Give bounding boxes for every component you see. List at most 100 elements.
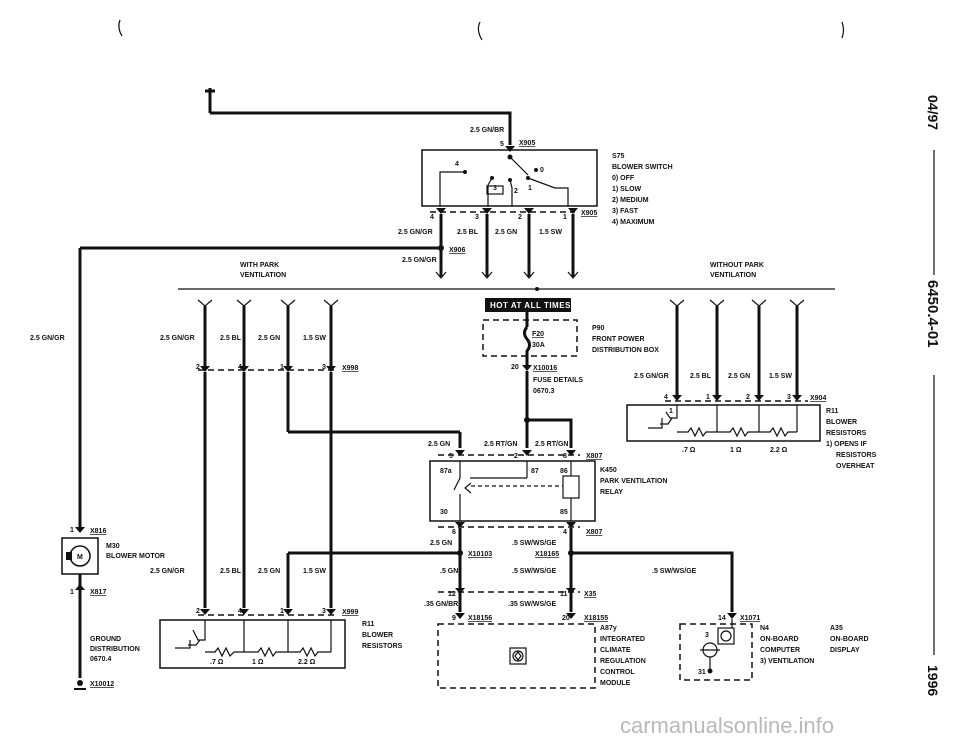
left-group-wires: [197, 299, 339, 368]
svg-text:2.5 RT/GN: 2.5 RT/GN: [484, 441, 517, 448]
svg-text:A35: A35: [830, 625, 843, 632]
svg-text:1: 1: [706, 394, 710, 401]
svg-text:VENTILATION: VENTILATION: [710, 272, 756, 279]
svg-text:3: 3: [322, 364, 326, 371]
blower-resistor-left: [159, 619, 346, 669]
feed-wire-top: [205, 88, 512, 145]
svg-text:CONTROL: CONTROL: [600, 669, 635, 676]
svg-text:2: 2: [746, 394, 750, 401]
ground-icon: [74, 680, 86, 690]
svg-text:0: 0: [540, 167, 544, 174]
svg-text:2.5 BL: 2.5 BL: [220, 568, 242, 575]
svg-text:0670.4: 0670.4: [90, 656, 112, 663]
svg-text:2: 2: [518, 214, 522, 221]
svg-text:1: 1: [280, 608, 284, 615]
svg-text:2.5 GN: 2.5 GN: [258, 335, 280, 342]
svg-text:2: 2: [514, 188, 518, 195]
svg-text:2.2 Ω: 2.2 Ω: [770, 447, 788, 454]
section-with-park: WITH PARK: [240, 262, 279, 269]
ground-label: GROUND DISTRIBUTION 0670.4: [90, 636, 140, 663]
svg-text:3: 3: [787, 394, 791, 401]
svg-text:M30: M30: [106, 543, 120, 550]
section-without-park: WITHOUT PARK: [710, 262, 764, 269]
svg-text:S75: S75: [612, 153, 625, 160]
svg-text:.5 SW/WS/GE: .5 SW/WS/GE: [652, 568, 697, 575]
blower-switch-s75: [421, 149, 598, 207]
svg-text:1.5 SW: 1.5 SW: [303, 335, 326, 342]
blower-resistor-right: [626, 404, 821, 442]
connector-x1071: X1071: [740, 615, 760, 622]
fuse-details: FUSE DETAILS: [533, 377, 583, 384]
svg-text:REGULATION: REGULATION: [600, 658, 646, 665]
svg-text:30: 30: [440, 509, 448, 516]
p90-label: P90 FRONT POWER DISTRIBUTION BOX: [592, 325, 659, 354]
connector-x10012: X10012: [90, 681, 114, 688]
svg-text:VENTILATION: VENTILATION: [240, 272, 286, 279]
svg-text:.7 Ω: .7 Ω: [210, 659, 224, 666]
scan-marks: [118, 19, 845, 41]
svg-text:1: 1: [70, 589, 74, 596]
svg-text:4: 4: [455, 161, 459, 168]
svg-text:2.5 BL: 2.5 BL: [220, 335, 242, 342]
n4-label: N4 ON-BOARD COMPUTER 3) VENTILATION: [760, 625, 814, 665]
svg-text:4: 4: [430, 214, 434, 221]
connector-x998: X998: [342, 365, 358, 372]
svg-text:BLOWER SWITCH: BLOWER SWITCH: [612, 164, 673, 171]
svg-text:2.5 GN/GR: 2.5 GN/GR: [402, 257, 437, 264]
connector-x35: X35: [584, 591, 597, 598]
svg-text:2.5 GN: 2.5 GN: [428, 441, 450, 448]
svg-text:.7 Ω: .7 Ω: [682, 447, 696, 454]
svg-text:2.5 BL: 2.5 BL: [457, 229, 479, 236]
svg-text:3) VENTILATION: 3) VENTILATION: [760, 658, 814, 665]
svg-text:2.5 GN/GR: 2.5 GN/GR: [398, 229, 433, 236]
svg-text:1) OPENS IF: 1) OPENS IF: [826, 441, 868, 448]
svg-text:ON-BOARD: ON-BOARD: [760, 636, 799, 643]
svg-text:A87y: A87y: [600, 625, 617, 632]
svg-text:K450: K450: [600, 467, 617, 474]
svg-text:1: 1: [70, 527, 74, 534]
svg-text:14: 14: [718, 615, 726, 622]
svg-text:4) MAXIMUM: 4) MAXIMUM: [612, 219, 655, 226]
connector-x10016: X10016: [533, 365, 557, 372]
svg-text:2.5 GN: 2.5 GN: [728, 373, 750, 380]
watermark: carmanualsonline.info: [620, 713, 834, 738]
svg-text:1.5 SW: 1.5 SW: [769, 373, 792, 380]
m30-label: M30 BLOWER MOTOR: [106, 543, 165, 560]
svg-text:0) OFF: 0) OFF: [612, 175, 635, 182]
svg-text:2: 2: [196, 608, 200, 615]
side-year: 1996: [925, 665, 941, 696]
side-date: 04/97: [925, 95, 941, 130]
svg-text:2.5 GN/GR: 2.5 GN/GR: [30, 335, 65, 342]
svg-text:ON-BOARD: ON-BOARD: [830, 636, 869, 643]
connector-x18155: X18155: [584, 615, 608, 622]
park-ventilation-relay-k450: [429, 460, 596, 522]
connector-x10103: X10103: [468, 551, 492, 558]
svg-text:8: 8: [563, 453, 567, 460]
r11-left-label: R11 BLOWER RESISTORS: [362, 621, 403, 650]
wire-label-gnbr: 2.5 GN/BR: [470, 127, 504, 134]
connector-x905: X905: [519, 140, 535, 147]
svg-text:M: M: [77, 554, 83, 561]
svg-text:2: 2: [196, 364, 200, 371]
svg-text:.35 SW/WS/GE: .35 SW/WS/GE: [508, 601, 557, 608]
svg-text:6: 6: [452, 529, 456, 536]
svg-text:0670.3: 0670.3: [533, 388, 555, 395]
side-code: 6450.4-01: [924, 280, 941, 348]
svg-text:2.5 GN/GR: 2.5 GN/GR: [160, 335, 195, 342]
right-group-wires: [669, 299, 805, 397]
svg-text:HOT AT ALL TIMES: HOT AT ALL TIMES: [490, 301, 571, 310]
svg-text:1) SLOW: 1) SLOW: [612, 186, 642, 193]
svg-text:9: 9: [452, 615, 456, 622]
svg-text:3) FAST: 3) FAST: [612, 208, 639, 215]
climate-control-module-a87y: [437, 623, 596, 689]
connector-x817: X817: [90, 589, 106, 596]
svg-text:1: 1: [669, 408, 673, 415]
svg-text:GROUND: GROUND: [90, 636, 121, 643]
pin-label: 5: [500, 141, 504, 148]
on-board-computer-n4: [679, 619, 753, 681]
blower-motor-m30: M: [61, 537, 99, 575]
svg-text:20: 20: [562, 615, 570, 622]
svg-text:4: 4: [238, 608, 242, 615]
svg-text:.5 SW/WS/GE: .5 SW/WS/GE: [512, 568, 557, 575]
